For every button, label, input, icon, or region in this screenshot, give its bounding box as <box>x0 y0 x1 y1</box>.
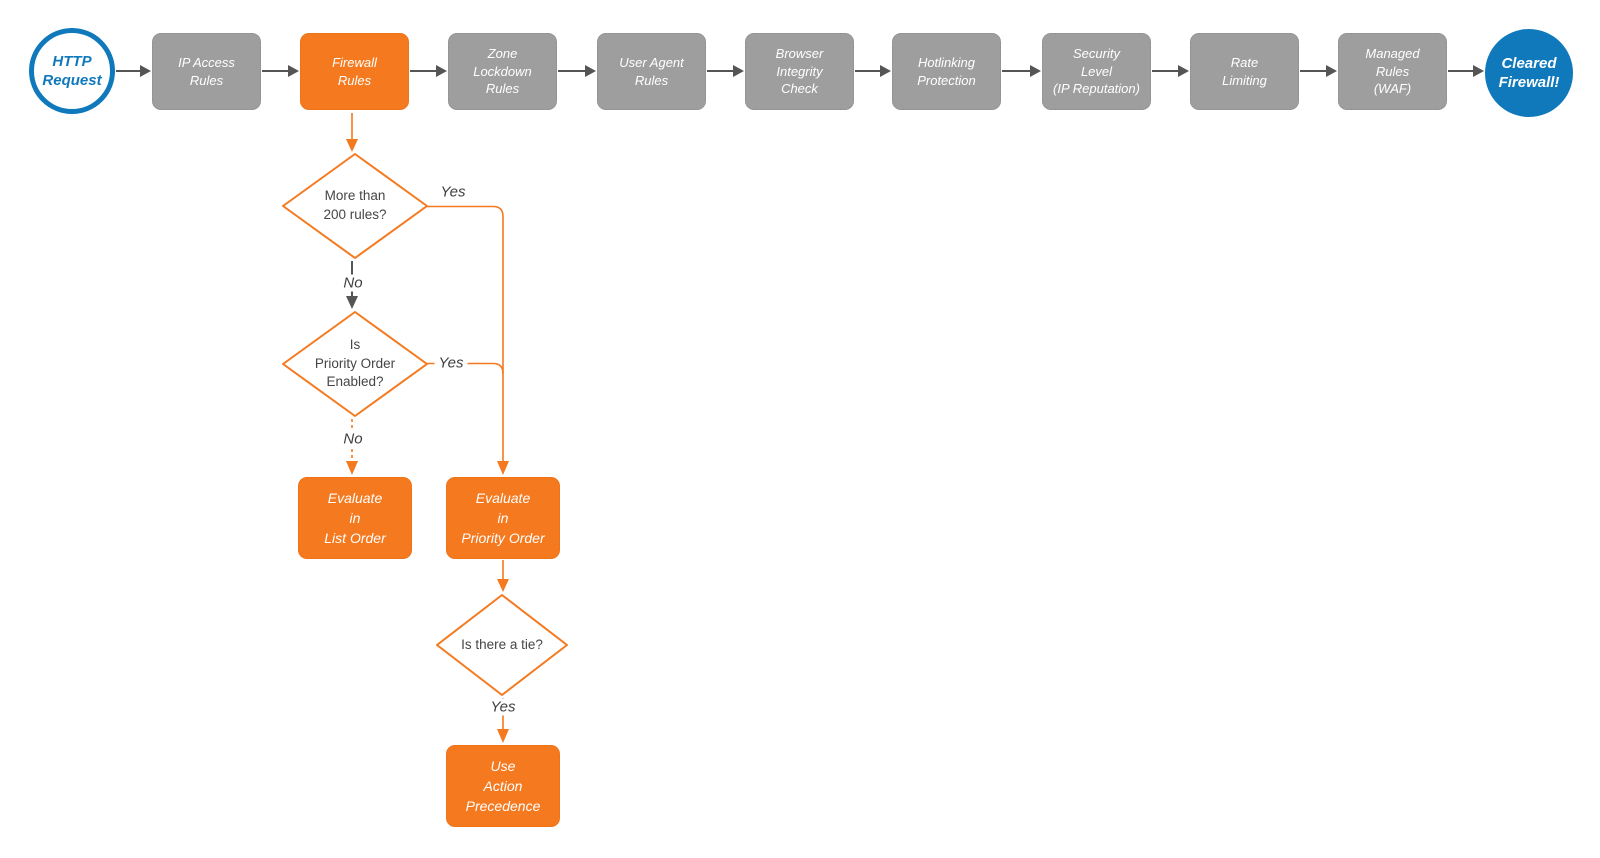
action-label: Use Action Precedence <box>465 757 541 815</box>
stage-ip-access-rules: IP Access Rules <box>152 33 261 110</box>
action-label: Evaluate in Priority Order <box>461 489 545 547</box>
end-node-cleared-firewall: Cleared Firewall! <box>1485 29 1573 117</box>
action-label: Evaluate in List Order <box>324 489 386 547</box>
diamond-shape <box>436 594 568 696</box>
edge-label-no: No <box>339 430 367 448</box>
stage-label: User Agent Rules <box>619 54 684 88</box>
decision-more-than-200-rules: More than 200 rules? <box>281 152 429 260</box>
flow-arrow <box>410 65 447 77</box>
decision-question: More than 200 rules? <box>323 188 387 222</box>
flow-arrow <box>1300 65 1337 77</box>
edge-label-yes: Yes <box>434 354 468 372</box>
action-use-action-precedence: Use Action Precedence <box>446 745 560 827</box>
stage-label: Rate Limiting <box>1222 54 1267 88</box>
edge-label-yes: Yes <box>486 698 520 716</box>
flow-arrow <box>707 65 744 77</box>
start-node-label: HTTP Request <box>42 52 102 90</box>
flow-arrow <box>855 65 891 77</box>
flow-arrow <box>1448 65 1484 77</box>
action-evaluate-priority-order: Evaluate in Priority Order <box>446 477 560 559</box>
flow-arrow <box>116 65 151 77</box>
stage-label: Browser Integrity Check <box>775 45 824 97</box>
decision-question: Is there a tie? <box>461 636 543 652</box>
stage-zone-lockdown-rules: Zone Lockdown Rules <box>448 33 557 110</box>
stage-firewall-rules: Firewall Rules <box>300 33 409 110</box>
start-node-http-request: HTTP Request <box>29 28 115 114</box>
stage-rate-limiting: Rate Limiting <box>1190 33 1299 110</box>
stage-hotlinking-protection: Hotlinking Protection <box>892 33 1001 110</box>
stage-label: Managed Rules (WAF) <box>1365 45 1420 97</box>
stage-label: Zone Lockdown Rules <box>473 45 532 97</box>
stage-user-agent-rules: User Agent Rules <box>597 33 706 110</box>
flow-arrow <box>1152 65 1189 77</box>
stage-browser-integrity-check: Browser Integrity Check <box>745 33 854 110</box>
end-node-label: Cleared Firewall! <box>1498 54 1560 92</box>
stage-label: Firewall Rules <box>332 54 377 88</box>
decision-question: Is Priority Order Enabled? <box>314 336 396 390</box>
stage-label: Security Level (IP Reputation) <box>1053 45 1140 97</box>
edge-label-yes: Yes <box>436 183 470 201</box>
stage-security-level-ip-reputation: Security Level (IP Reputation) <box>1042 33 1151 110</box>
stage-label: Hotlinking Protection <box>917 54 976 88</box>
edge-label-no: No <box>339 274 367 292</box>
decision-is-there-a-tie: Is there a tie? <box>435 593 569 697</box>
flow-arrow <box>1002 65 1041 77</box>
diamond-shape <box>282 311 428 417</box>
flow-arrow <box>558 65 596 77</box>
flow-arrow <box>262 65 299 77</box>
stage-label: IP Access Rules <box>178 54 235 88</box>
decision-priority-order-enabled: Is Priority Order Enabled? <box>281 310 429 418</box>
action-evaluate-list-order: Evaluate in List Order <box>298 477 412 559</box>
stage-managed-rules-waf: Managed Rules (WAF) <box>1338 33 1447 110</box>
diamond-shape <box>282 153 428 259</box>
